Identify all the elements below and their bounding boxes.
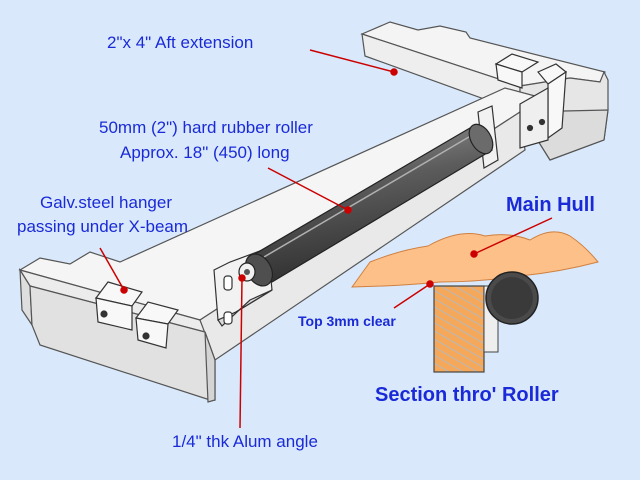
galv-steel-hanger-left xyxy=(94,281,179,349)
aft-extension-label: 2"x 4" Aft extension xyxy=(107,33,254,52)
clearance-label: Top 3mm clear xyxy=(298,313,396,329)
section-title-label: Section thro' Roller xyxy=(375,384,559,406)
galv-steel-hanger-right xyxy=(494,53,568,149)
hanger-label-line2: passing under X-beam xyxy=(17,217,189,236)
roller-length-label: Approx. 18" (450) long xyxy=(120,143,290,162)
section-mount-block xyxy=(433,285,485,373)
roller-size-label: 50mm (2") hard rubber roller xyxy=(99,118,313,137)
alum-angle-label: 1/4" thk Alum angle xyxy=(172,432,318,451)
hull-section xyxy=(351,231,599,373)
main-hull-label: Main Hull xyxy=(506,194,595,216)
leader-lines xyxy=(99,49,553,429)
hanger-label-line1: Galv.steel hanger xyxy=(40,193,172,212)
rubber-roller xyxy=(238,123,494,287)
